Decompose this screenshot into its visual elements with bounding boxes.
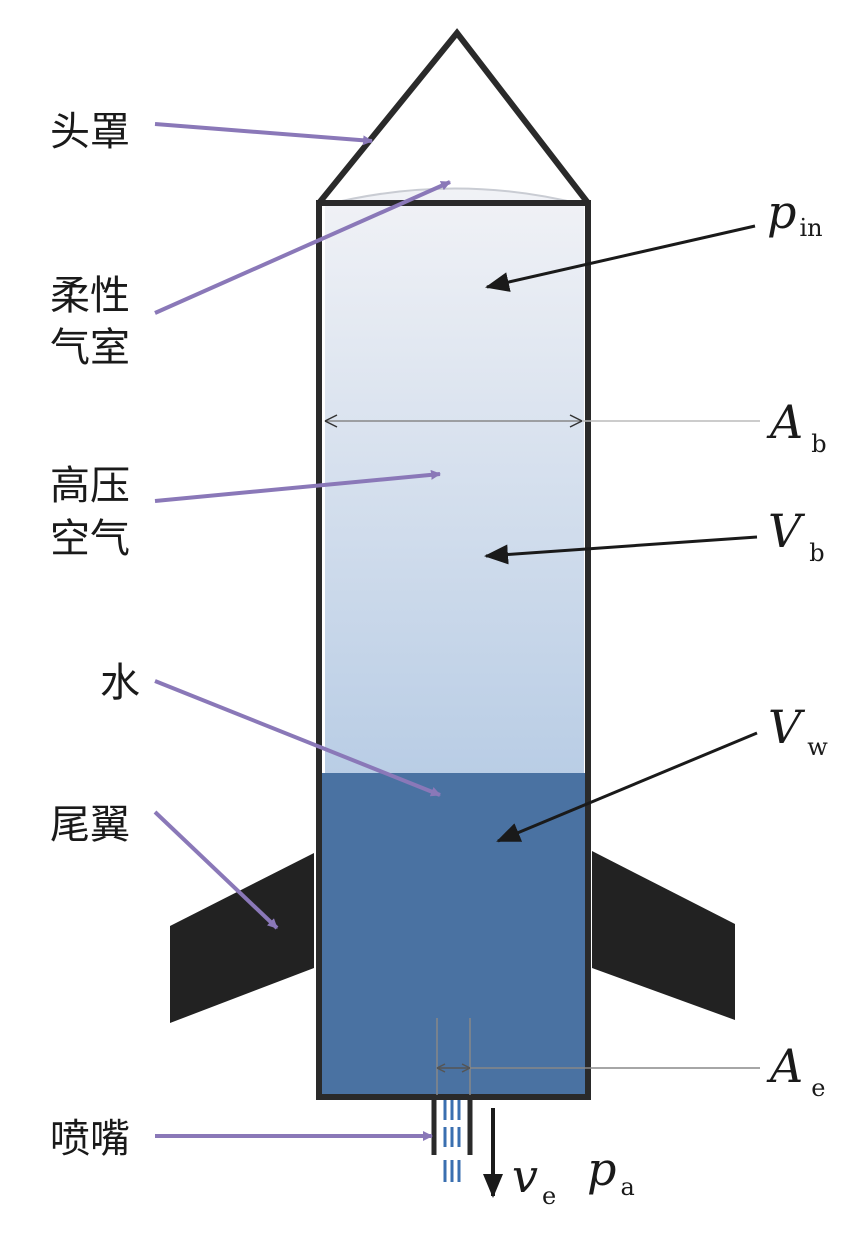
left-fin bbox=[170, 853, 314, 1023]
pointer-water bbox=[154, 679, 441, 797]
body-area-dimension bbox=[324, 414, 760, 428]
flexible-chamber-membrane bbox=[324, 187, 585, 206]
water-jet bbox=[443, 1100, 461, 1182]
pointer-fins bbox=[153, 810, 279, 930]
pointer-p-in bbox=[485, 224, 756, 292]
right-fin bbox=[592, 851, 735, 1020]
nozzle-area-dimension bbox=[436, 1018, 760, 1095]
label-flexible-chamber-2: 气室 bbox=[50, 325, 130, 371]
pointer-nose-cone bbox=[154, 122, 373, 146]
nose-cone bbox=[316, 28, 591, 205]
label-pointers bbox=[153, 122, 451, 1141]
pointer-compressed-air bbox=[154, 469, 441, 503]
pointer-v-b bbox=[484, 535, 758, 565]
label-nozzle: 喷嘴 bbox=[50, 1116, 130, 1162]
label-nose-cone: 头罩 bbox=[50, 109, 130, 155]
water-region bbox=[322, 773, 586, 1097]
label-water: 水 bbox=[100, 660, 140, 706]
label-flexible-chamber-1: 柔性 bbox=[50, 273, 130, 319]
pointer-v-w bbox=[496, 731, 758, 843]
pointer-flexible-chamber bbox=[154, 180, 451, 315]
label-compressed-air-1: 高压 bbox=[50, 463, 130, 509]
rocket-body bbox=[316, 200, 591, 1100]
label-compressed-air-2: 空气 bbox=[50, 516, 130, 562]
symbol-pointers bbox=[484, 224, 758, 843]
label-fins: 尾翼 bbox=[50, 802, 130, 848]
air-region bbox=[325, 188, 584, 775]
